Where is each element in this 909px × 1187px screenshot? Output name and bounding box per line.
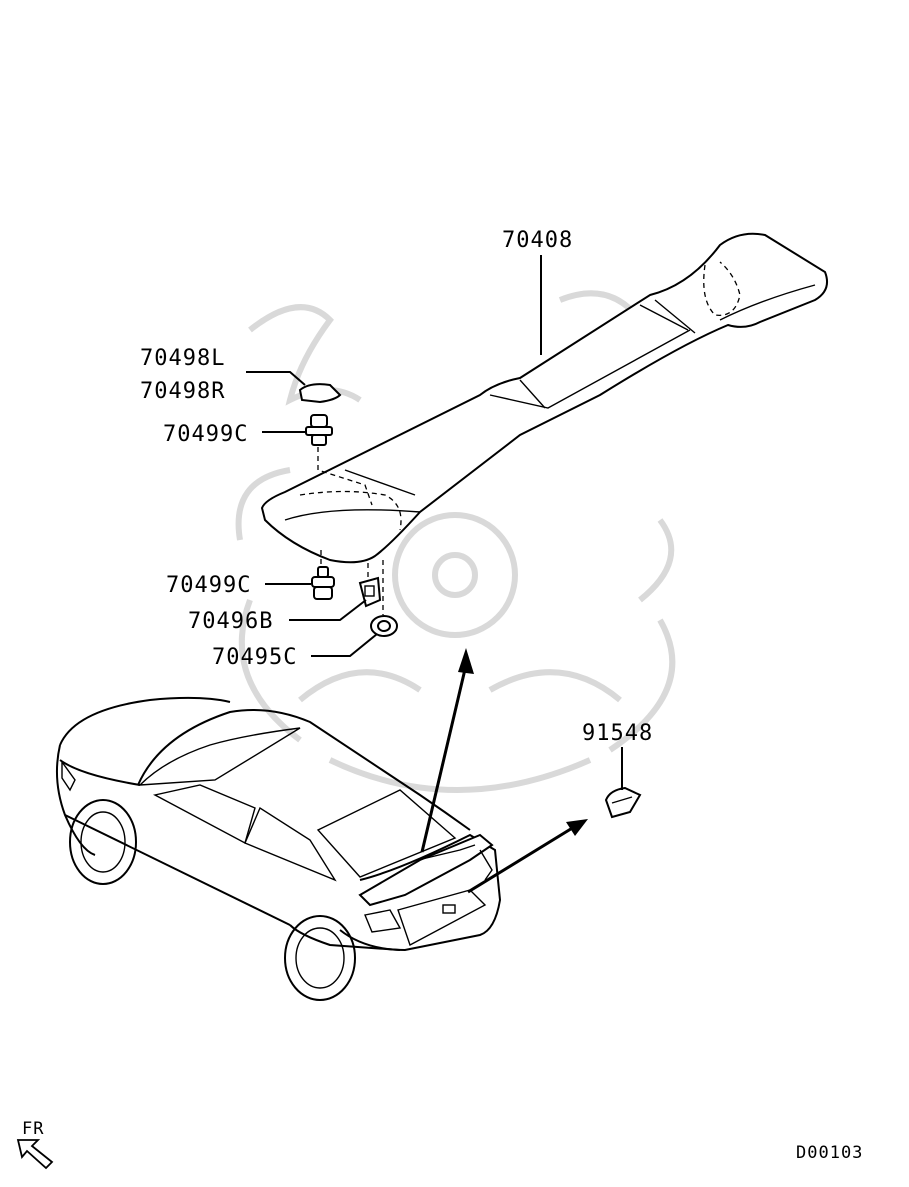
part-number-plug[interactable]: 91548 — [582, 721, 653, 746]
part-number-end-cap-left[interactable]: 70498L — [140, 346, 225, 371]
part-number-end-cap-right[interactable]: 70498R — [140, 379, 225, 404]
clip-part[interactable] — [358, 576, 382, 608]
bolt-lower-part[interactable] — [311, 566, 335, 600]
vehicle-outline — [56, 696, 502, 1001]
grommet-leader-line — [311, 633, 378, 657]
front-direction-arrow-icon — [16, 1139, 54, 1170]
bolt-upper-dash-line — [317, 447, 373, 506]
end-cap-part[interactable] — [298, 383, 342, 404]
watermark-emblem — [235, 290, 676, 793]
spoiler-part[interactable] — [260, 232, 828, 564]
front-direction-label: FR — [22, 1119, 44, 1139]
part-number-clip[interactable]: 70496B — [188, 609, 273, 634]
grommet-part[interactable] — [370, 615, 398, 637]
diagram-code: D00103 — [796, 1143, 863, 1163]
part-number-spoiler[interactable]: 70408 — [502, 228, 573, 253]
clip-leader-line — [289, 599, 367, 621]
bolt-upper-part[interactable] — [305, 414, 333, 446]
end-cap-leader-line — [246, 371, 306, 386]
plug-part[interactable] — [604, 786, 642, 819]
spoiler-location-arrow — [420, 648, 474, 853]
part-number-bolt-lower[interactable]: 70499C — [166, 573, 251, 598]
plug-location-arrow — [467, 819, 588, 894]
part-number-bolt-upper[interactable]: 70499C — [163, 422, 248, 447]
part-number-grommet[interactable]: 70495C — [212, 645, 297, 670]
